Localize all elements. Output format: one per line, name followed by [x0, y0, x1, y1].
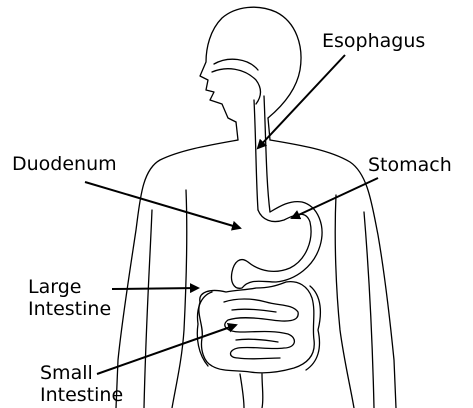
label-large-intestine-line2: Intestine: [28, 298, 111, 320]
torso-outline-left: [116, 140, 238, 408]
label-duodenum: Duodenum: [12, 153, 117, 175]
nasal-cavity: [214, 59, 258, 70]
esophagus-arrow: [258, 55, 345, 148]
small-intestine-loop-2: [232, 309, 278, 342]
torso-outline-right: [270, 140, 396, 408]
label-small-intestine-line1: Small: [40, 362, 123, 384]
label-esophagus: Esophagus: [322, 30, 425, 52]
esophagus-shape: [254, 96, 270, 212]
label-large-intestine: Large Intestine: [28, 276, 111, 320]
head-outline: [200, 7, 301, 122]
torso-side-right: [335, 195, 354, 408]
torso-side-left: [172, 190, 187, 408]
label-small-intestine-line2: Intestine: [40, 384, 123, 406]
oral-cavity: [212, 69, 261, 104]
duodenum-arrow: [85, 182, 240, 228]
arm-inner-right: [364, 212, 374, 408]
label-stomach: Stomach: [368, 154, 452, 176]
large-intestine-arrow: [112, 288, 198, 289]
colon-outer: [197, 286, 320, 408]
arm-inner-left: [144, 210, 152, 408]
stomach-shape: [231, 202, 322, 289]
small-intestine-shape: [224, 299, 298, 359]
label-large-intestine-line1: Large: [28, 276, 111, 298]
label-small-intestine: Small Intestine: [40, 362, 123, 406]
